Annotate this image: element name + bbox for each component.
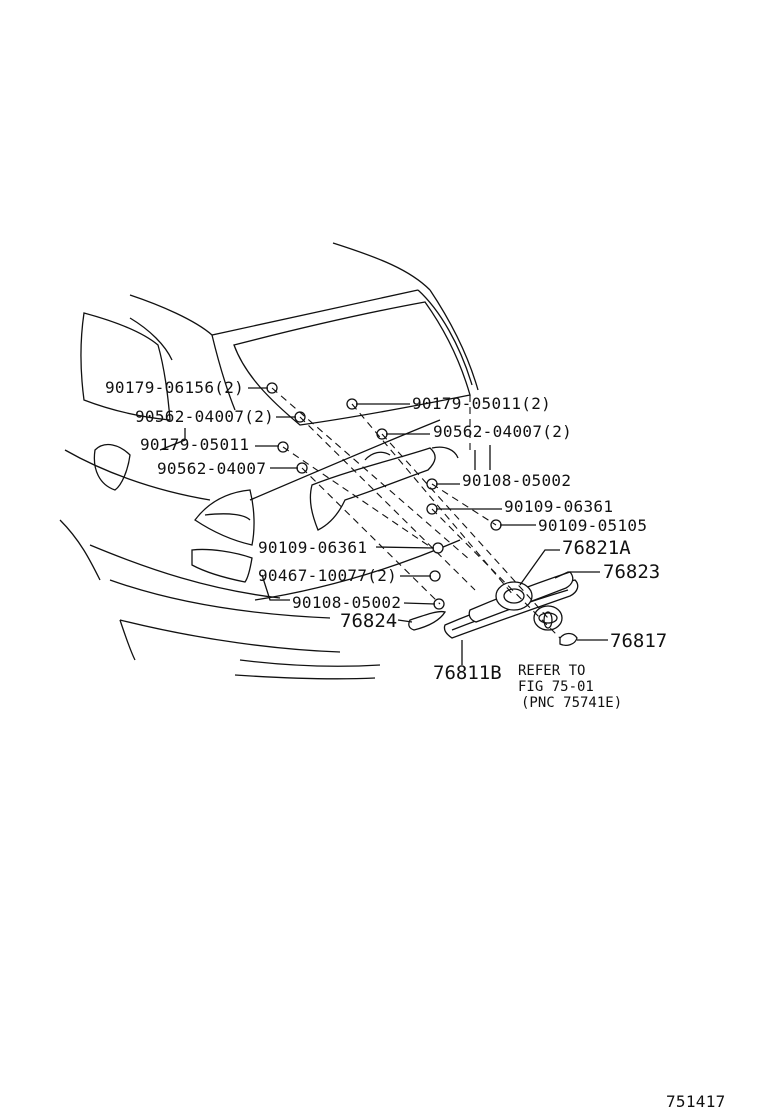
label-p10: 90109-06361	[258, 538, 367, 557]
label-p15: 76824	[340, 610, 397, 632]
emblem-76821a	[495, 581, 533, 611]
label-p3: 90179-05011	[140, 435, 249, 454]
label-p2: 90562-04007(2)	[135, 407, 274, 426]
label-p14: 90108-05002	[292, 593, 401, 612]
part-76824	[408, 610, 447, 631]
garnish-plate	[309, 446, 459, 531]
label-p16: 76817	[610, 630, 667, 652]
label-p7: 90108-05002	[462, 471, 571, 490]
label-p1: 90179-06156(2)	[105, 378, 244, 397]
fasteners	[266, 382, 502, 610]
label-p12: 90467-10077(2)	[258, 566, 397, 585]
label-p4: 90562-04007	[157, 459, 266, 478]
label-p11: 76821A	[562, 537, 631, 559]
toyota-emblem	[533, 605, 563, 631]
label-p8: 90109-06361	[504, 497, 613, 516]
refer-note-line2: FIG 75-01	[518, 679, 594, 695]
label-p6: 90562-04007(2)	[433, 422, 572, 441]
label-p5: 90179-05011(2)	[412, 394, 551, 413]
refer-note-line3: (PNC 75741E)	[521, 695, 622, 711]
label-p9: 90109-05105	[538, 516, 647, 535]
refer-note-line1: REFER TO	[518, 663, 585, 679]
assembly-lines	[271, 387, 561, 639]
leader-lines	[159, 387, 608, 665]
figure-number: 751417	[666, 1092, 726, 1111]
part-76817	[559, 632, 578, 646]
label-p13: 76823	[603, 561, 660, 583]
label-p17: 76811B	[433, 662, 502, 684]
